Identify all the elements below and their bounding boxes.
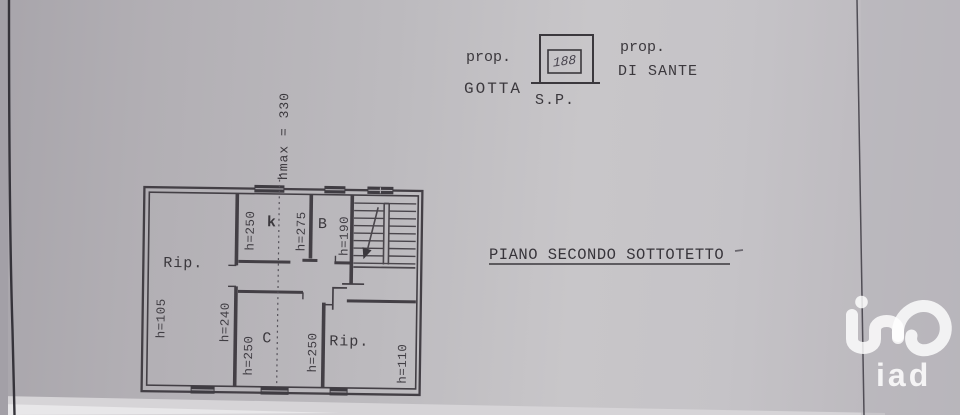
iad-logo-text: iad	[876, 357, 932, 393]
height-label-h240: h=240	[218, 302, 233, 343]
room-label-rip1: Rip.	[163, 254, 204, 273]
room-label-rip2: Rip.	[329, 333, 370, 351]
paper-bottom-edge	[0, 396, 885, 415]
prop-right-label: prop.	[620, 39, 666, 56]
staircase	[353, 202, 417, 269]
owner-name-gotta: GOTTA	[464, 80, 523, 98]
window-midlines	[191, 187, 393, 393]
height-label-h110: h=110	[395, 343, 411, 384]
room-label-c: C	[262, 330, 273, 348]
page-title: PIANO SECONDO SOTTOTETTO	[489, 246, 725, 264]
iad-logo-glyph	[846, 295, 952, 357]
stair-direction-arrow	[366, 207, 379, 250]
height-label-h275: h=275	[294, 211, 310, 252]
height-label-h190: h=190	[337, 215, 353, 257]
stamp-box	[531, 34, 600, 84]
interior-walls	[228, 193, 416, 388]
ridge-max-height-label: hmax = 330	[276, 91, 293, 181]
photo-left-edge	[0, 0, 16, 415]
height-label-h250-c: h=250	[241, 335, 257, 376]
prop-left-label: prop.	[466, 49, 512, 66]
owner-name-di-sante: DI SANTE	[618, 63, 699, 80]
room-label-b: B	[317, 216, 329, 234]
height-label-h250-rip2: h=250	[305, 332, 321, 373]
stamp-caption: S.P.	[535, 92, 576, 109]
height-label-h105: h=105	[154, 298, 169, 339]
room-label-k: k	[266, 214, 278, 232]
stair-arrowhead	[362, 247, 372, 260]
stray-mark	[734, 249, 744, 252]
logo-i-dot	[855, 295, 868, 309]
height-label-h250-k: h=250	[243, 210, 259, 251]
ridge-dotted-line	[276, 173, 281, 387]
floor-plan	[140, 173, 424, 397]
